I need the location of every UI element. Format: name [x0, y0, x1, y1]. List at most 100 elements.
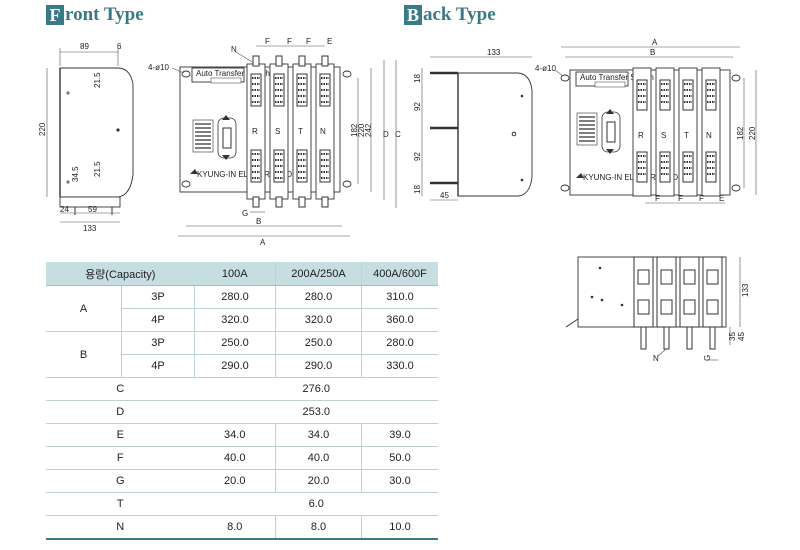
front-main-view: 4-ø10 Auto Transfer Switch KYUNG-IN ELEC…: [148, 37, 401, 247]
back-phase-r: R: [638, 131, 644, 140]
cell: 20.0: [275, 469, 362, 493]
table-header-row: 용량(Capacity) 100A 200A/250A 400A/600F: [46, 262, 438, 286]
front-switch-label: Auto Transfer Switch: [196, 69, 270, 78]
front-b: B: [256, 217, 261, 226]
dim-34-5: 34.5: [71, 166, 80, 182]
cell: 20.0: [194, 469, 276, 493]
back-92-top: 92: [413, 102, 422, 111]
cell: 320.0: [275, 308, 362, 332]
back-phase-t: T: [684, 131, 689, 140]
cell: 3P: [121, 331, 195, 355]
cell: 4P: [121, 354, 195, 378]
front-n-label: N: [231, 45, 237, 54]
row-label-b: B: [46, 331, 122, 378]
cell: 280.0: [194, 285, 276, 309]
cell: 34.0: [194, 423, 276, 447]
cell: 40.0: [194, 446, 276, 470]
back-18-top: 18: [413, 74, 422, 83]
cell: 8.0: [275, 515, 362, 540]
front-f3: F: [306, 37, 311, 46]
back-brand: KYUNG-IN ELECTRIC CO.: [583, 173, 680, 182]
header-capacity: 용량(Capacity): [46, 262, 195, 286]
table-row: E 34.0 34.0 39.0: [46, 423, 438, 447]
cell: 10.0: [361, 515, 438, 540]
cell: 360.0: [361, 308, 438, 332]
front-f1: F: [265, 37, 270, 46]
cell: 6.0: [194, 492, 438, 516]
cell: 3P: [121, 285, 195, 309]
header-200a-250a: 200A/250A: [275, 262, 362, 286]
back-title: ack Type: [423, 4, 496, 25]
table-row: G 20.0 20.0 30.0: [46, 469, 438, 493]
cell: 280.0: [361, 331, 438, 355]
cell: 50.0: [361, 446, 438, 470]
front-title: ront Type: [65, 4, 144, 25]
cell: 30.0: [361, 469, 438, 493]
back-phase-n: N: [706, 131, 712, 140]
cell: 290.0: [194, 354, 276, 378]
front-hole-label: 4-ø10: [148, 63, 169, 72]
cell: 250.0: [275, 331, 362, 355]
cell: 320.0: [194, 308, 276, 332]
front-f2: F: [287, 37, 292, 46]
back-f3: F: [699, 194, 704, 203]
front-a: A: [260, 238, 266, 247]
row-label-e: E: [46, 423, 195, 447]
row-label-d: D: [46, 400, 195, 424]
table-row: 4P 320.0 320.0 360.0: [46, 308, 438, 332]
front-phase-r: R: [252, 127, 258, 136]
dim-6: 6: [117, 42, 122, 51]
cell: 8.0: [194, 515, 276, 540]
table-row: B 3P 250.0 250.0 280.0: [46, 331, 438, 378]
front-phase-n: N: [320, 127, 326, 136]
front-e: E: [327, 37, 332, 46]
cell: 310.0: [361, 285, 438, 309]
side-profile-view: 133 35 45 N G: [565, 256, 750, 363]
front-c: C: [395, 130, 401, 139]
back-hole-label: 4-ø10: [535, 64, 556, 73]
front-182: 182: [350, 123, 359, 137]
table-row: A 3P 280.0 280.0 310.0: [46, 285, 438, 332]
dim-59: 59: [88, 205, 97, 214]
header-100a: 100A: [194, 262, 276, 286]
back-45: 45: [440, 191, 449, 200]
dim-133-front: 133: [83, 224, 97, 233]
table-row: 4P 290.0 290.0 330.0: [46, 354, 438, 378]
row-label-a: A: [46, 285, 122, 332]
back-b: B: [650, 48, 655, 57]
cell: 290.0: [275, 354, 362, 378]
back-f1: F: [655, 194, 660, 203]
back-e: E: [719, 194, 724, 203]
dim-24: 24: [60, 205, 69, 214]
front-242: 242: [364, 123, 373, 137]
side-45: 45: [737, 332, 746, 341]
back-133: 133: [487, 48, 501, 57]
cell: 40.0: [275, 446, 362, 470]
cell: 4P: [121, 308, 195, 332]
row-label-f: F: [46, 446, 195, 470]
cell: 34.0: [275, 423, 362, 447]
back-18-bottom: 18: [413, 185, 422, 194]
row-label-n: N: [46, 515, 195, 540]
cell: 330.0: [361, 354, 438, 378]
side-g: G: [703, 355, 712, 361]
back-main-view: 4-ø10 Auto Transfer Switch KYUNG-IN ELEC…: [535, 38, 757, 204]
back-92-bottom: 92: [413, 152, 422, 161]
back-initial: B: [404, 5, 422, 25]
dim-21-5-bottom: 21.5: [93, 161, 102, 177]
back-182: 182: [736, 126, 745, 140]
side-n: N: [653, 354, 659, 363]
capacity-table: 용량(Capacity) 100A 200A/250A 400A/600F A …: [46, 262, 438, 540]
cell: 280.0: [275, 285, 362, 309]
back-f2: F: [678, 194, 683, 203]
row-label-c: C: [46, 377, 195, 401]
dim-89: 89: [80, 42, 89, 51]
cell: 276.0: [194, 377, 438, 401]
dim-220-front: 220: [38, 122, 47, 136]
front-phase-s: S: [275, 127, 280, 136]
front-side-view: 89 6 220 21.5 34.5 21.5 24 59 133: [38, 42, 134, 233]
table-row: F 40.0 40.0 50.0: [46, 446, 438, 470]
